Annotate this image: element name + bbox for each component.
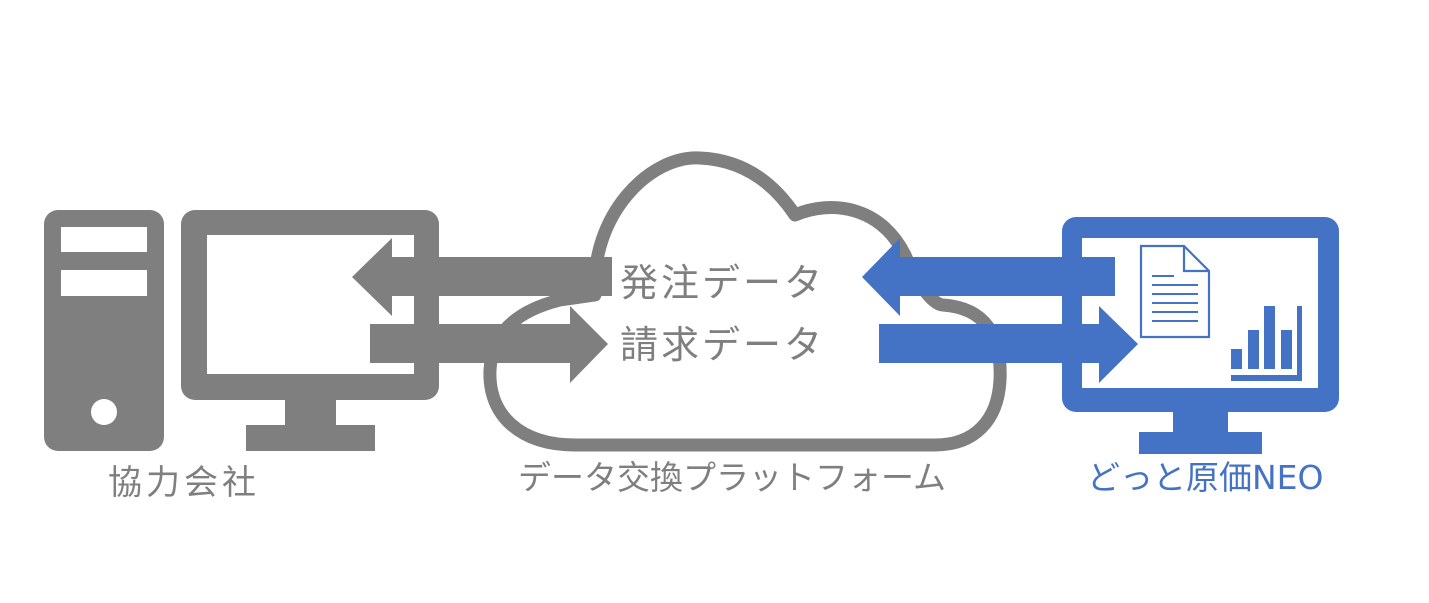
node-label-partner: 協力会社 [108,463,260,503]
flow-label-order: 発注データ [620,261,826,305]
document-icon [1139,244,1211,339]
flow-label-invoice: 請求データ [620,323,826,367]
bar-chart-icon [1231,306,1302,381]
tower-pc-icon [44,210,164,451]
cloud-icon [483,151,1007,452]
arrow-invoice-to-product-icon [879,306,1138,383]
node-label-platform: データ交換プラットフォーム [518,458,947,497]
arrow-order-to-partner-icon [352,238,612,316]
node-label-product: どっと原価NEO [1087,458,1324,497]
arrow-order-to-platform-icon [862,238,1115,316]
arrow-invoice-to-platform-icon [370,306,608,383]
